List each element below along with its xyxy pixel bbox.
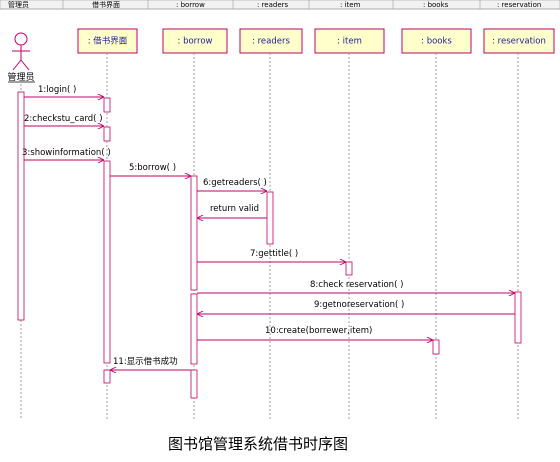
header-cell-borrow: : borrow: [176, 1, 205, 9]
object-label-ui: : 借书界面: [88, 36, 128, 47]
header-cell-readers: : readers: [257, 1, 289, 9]
object-box-readers: : readers: [239, 28, 303, 54]
message-label-3: 3:showinformation( ): [22, 148, 111, 158]
message-label-11: 11:显示借书成功: [113, 356, 178, 367]
message-7: 7:gettitle( ): [197, 249, 346, 262]
activation-reservation: [514, 291, 522, 344]
message-11: 11:显示借书成功: [110, 356, 191, 370]
actor-label: 管理员: [7, 71, 34, 83]
message-label-5: 5:borrow( ): [129, 163, 176, 173]
header-cell-books: : books: [423, 1, 449, 9]
message-label-8: 8:check reservation( ): [310, 280, 403, 290]
object-label-reservation: : reservation: [492, 37, 546, 47]
object-label-item: : item: [337, 37, 362, 47]
header-cell-item: : item: [340, 1, 361, 9]
activation-ui-login: [103, 97, 111, 113]
object-label-readers: : readers: [252, 37, 290, 47]
activation-borrow-1: [190, 175, 198, 291]
object-box-ui: : 借书界面: [77, 28, 138, 54]
object-box-item: : item: [314, 28, 385, 54]
object-box-reservation: : reservation: [483, 28, 555, 54]
object-box-borrow: : borrow: [162, 28, 228, 54]
object-box-books: : books: [401, 28, 472, 54]
header-cell-ui: 借书界面: [92, 0, 120, 9]
actor-figure-icon: [12, 32, 30, 71]
activation-ui-main: [103, 160, 111, 364]
message-8: 8:check reservation( ): [197, 280, 515, 293]
message-9: 9:getnoreservation( ): [197, 300, 515, 314]
object-label-books: : books: [421, 37, 452, 47]
message-6: 6:getreaders( ): [197, 178, 267, 191]
activation-item: [345, 261, 353, 276]
activation-readers: [266, 191, 274, 245]
message-label-10: 10:create(borrewer,item): [265, 326, 372, 336]
message-label-2: 2:checkstu_card( ): [24, 114, 103, 124]
message-2: 2:checkstu_card( ): [24, 114, 104, 126]
activation-borrow-3: [190, 369, 198, 399]
header-cell-reservation: : reservation: [497, 1, 541, 9]
message-3: 3:showinformation( ): [22, 148, 111, 160]
message-label-6: 6:getreaders( ): [203, 178, 267, 188]
activation-borrow-2: [190, 293, 198, 365]
activation-ui-result: [103, 369, 111, 384]
object-label-borrow: : borrow: [178, 37, 213, 47]
message-label-7: 7:gettitle( ): [250, 249, 298, 259]
message-1: 1:login( ): [24, 85, 104, 97]
message-10: 10:create(borrewer,item): [197, 326, 433, 340]
header-cell-admin: 管理员: [8, 0, 29, 9]
message-label-9: 9:getnoreservation( ): [314, 300, 404, 310]
message-5: 5:borrow( ): [110, 163, 191, 176]
activation-books: [432, 339, 440, 355]
message-label-return-valid: return valid: [210, 204, 259, 214]
message-label-1: 1:login( ): [38, 85, 76, 95]
activation-ui-checkcard: [103, 126, 111, 142]
message-return-valid: return valid: [197, 204, 267, 218]
header-strip: 管理员 借书界面 : borrow : readers : item : boo…: [0, 0, 560, 10]
diagram-caption: 图书馆管理系统借书时序图: [168, 435, 348, 453]
activation-actor: [17, 91, 25, 321]
